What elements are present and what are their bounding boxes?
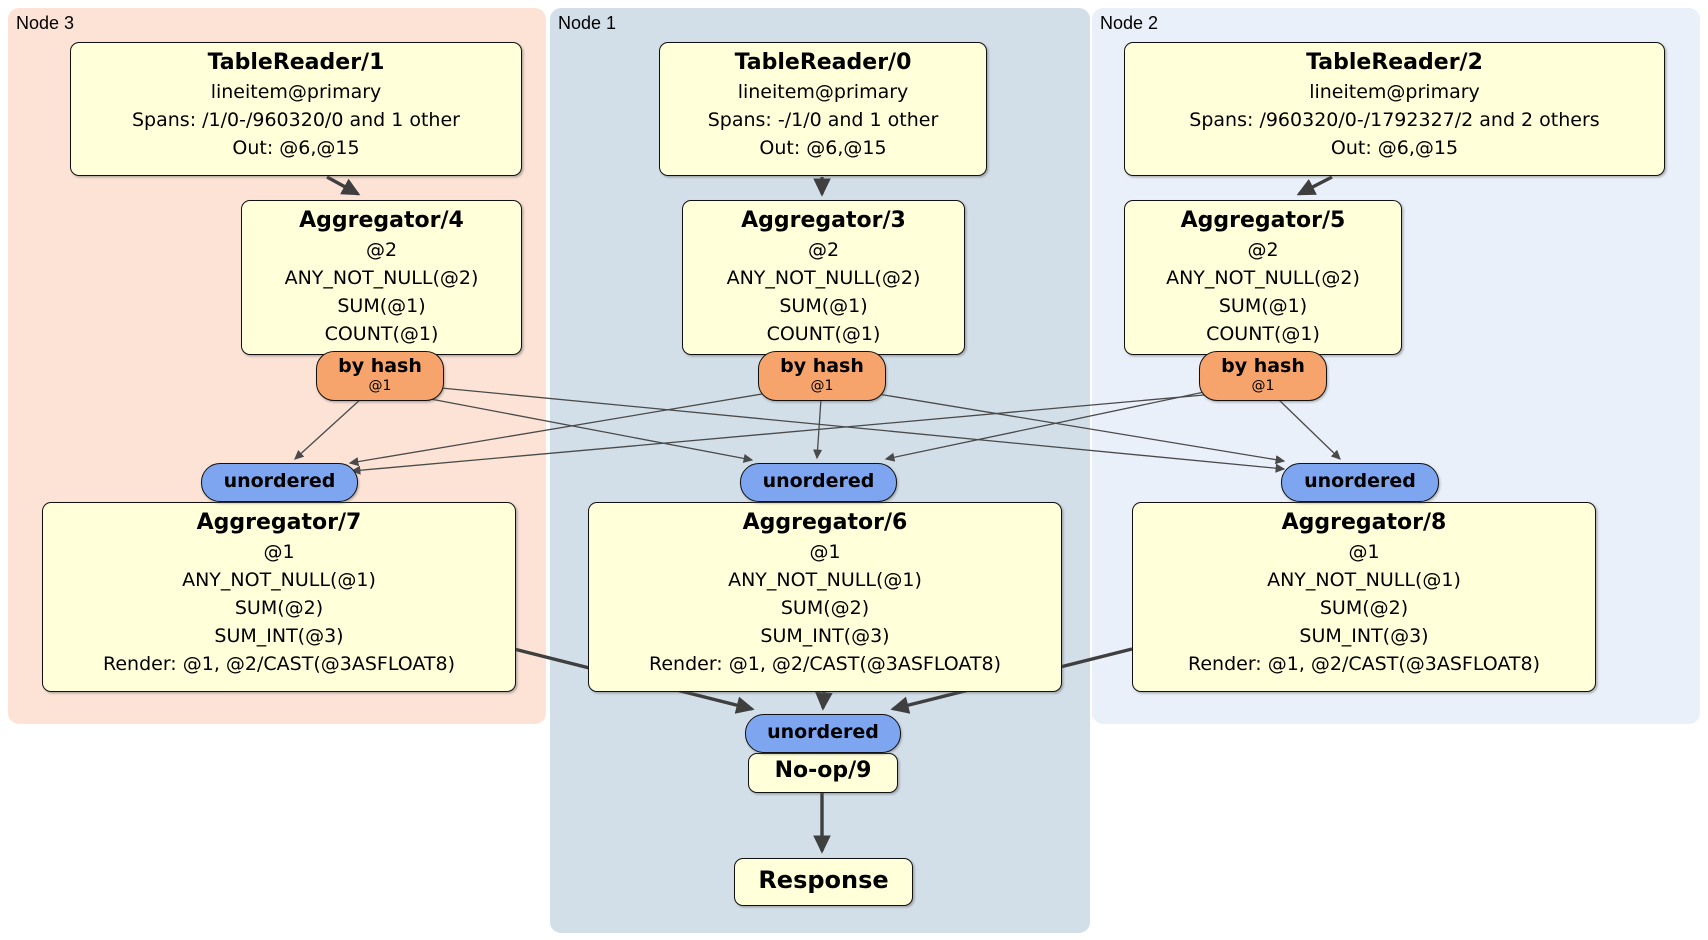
- box-aggregator-7: Aggregator/7 @1 ANY_NOT_NULL(@1) SUM(@2)…: [42, 502, 516, 692]
- edge: [813, 398, 823, 460]
- hash-router-pill-node3: by hash @1: [316, 351, 444, 401]
- box-title: Aggregator/8: [1281, 510, 1447, 535]
- box-line: ANY_NOT_NULL(@2): [284, 267, 479, 289]
- edge: [884, 390, 1210, 462]
- box-line: ANY_NOT_NULL(@1): [1267, 569, 1461, 591]
- box-title: No-op/9: [774, 758, 872, 783]
- box-title: Aggregator/6: [742, 510, 908, 535]
- box-tablereader-0: TableReader/0 lineitem@primary Spans: -/…: [659, 42, 987, 176]
- box-line: ANY_NOT_NULL(@1): [728, 569, 922, 591]
- box-title: Response: [758, 866, 889, 894]
- router-key: @1: [1251, 378, 1275, 394]
- box-line: SUM_INT(@3): [1299, 625, 1429, 647]
- box-line: SUM(@2): [780, 597, 870, 619]
- box-title: TableReader/1: [207, 50, 385, 75]
- box-line: lineitem@primary: [210, 81, 382, 103]
- edge: [419, 396, 754, 463]
- box-response: Response: [734, 858, 913, 906]
- edge: [348, 392, 769, 467]
- router-label: by hash: [338, 355, 422, 377]
- box-line: lineitem@primary: [737, 81, 909, 103]
- box-line: ANY_NOT_NULL(@1): [182, 569, 376, 591]
- edge: [350, 394, 1205, 475]
- node-1-label: Node 1: [558, 13, 617, 33]
- box-line: @2: [807, 239, 840, 261]
- box-line: Render: @1, @2/CAST(@3ASFLOAT8): [649, 653, 1001, 675]
- box-line: SUM(@2): [1319, 597, 1409, 619]
- edge: [1277, 398, 1341, 460]
- stream-pill-unordered-node3: unordered: [201, 463, 358, 502]
- box-line: Spans: -/1/0 and 1 other: [707, 109, 939, 131]
- router-key: @1: [810, 378, 834, 394]
- router-label: by hash: [1221, 355, 1305, 377]
- box-title: TableReader/2: [1306, 50, 1483, 75]
- edge: [815, 690, 833, 711]
- box-tablereader-2: TableReader/2 lineitem@primary Spans: /9…: [1124, 42, 1665, 176]
- edge: [1296, 175, 1333, 196]
- node-3-label: Node 3: [16, 13, 75, 33]
- edge: [440, 387, 1286, 473]
- box-aggregator-6: Aggregator/6 @1 ANY_NOT_NULL(@1) SUM(@2)…: [588, 502, 1062, 692]
- node-2-label: Node 2: [1100, 13, 1159, 33]
- hash-router-pill-node2: by hash @1: [1199, 351, 1327, 401]
- box-aggregator-4: Aggregator/4 @2 ANY_NOT_NULL(@2) SUM(@1)…: [241, 200, 522, 355]
- box-title: Aggregator/5: [1180, 208, 1346, 233]
- box-line: SUM(@1): [337, 295, 426, 317]
- box-line: SUM(@1): [1218, 295, 1308, 317]
- box-line: ANY_NOT_NULL(@2): [726, 267, 921, 289]
- box-line: COUNT(@1): [1206, 323, 1320, 345]
- box-noop-9: No-op/9: [748, 753, 898, 793]
- router-key: @1: [368, 378, 392, 394]
- box-aggregator-8: Aggregator/8 @1 ANY_NOT_NULL(@1) SUM(@2)…: [1132, 502, 1596, 692]
- box-line: @1: [809, 541, 841, 563]
- stream-pill-unordered-node2: unordered: [1281, 463, 1439, 502]
- stream-pill-unordered-final: unordered: [745, 714, 901, 753]
- box-line: Spans: /1/0-/960320/0 and 1 other: [132, 109, 460, 131]
- box-line: Out: @6,@15: [1330, 137, 1459, 159]
- box-line: Render: @1, @2/CAST(@3ASFLOAT8): [1188, 653, 1540, 675]
- router-label: by hash: [780, 355, 864, 377]
- box-title: Aggregator/7: [196, 510, 362, 535]
- edge: [294, 397, 363, 460]
- box-line: COUNT(@1): [766, 323, 881, 345]
- box-title: Aggregator/3: [741, 208, 906, 233]
- hash-router-pill-node1: by hash @1: [758, 351, 886, 401]
- box-line: lineitem@primary: [1309, 81, 1480, 103]
- box-line: @1: [1348, 541, 1380, 563]
- box-line: @2: [365, 239, 398, 261]
- box-line: Render: @1, @2/CAST(@3ASFLOAT8): [103, 653, 455, 675]
- box-line: SUM(@1): [779, 295, 868, 317]
- box-line: SUM(@2): [234, 597, 324, 619]
- box-tablereader-1: TableReader/1 lineitem@primary Spans: /1…: [70, 42, 522, 176]
- box-aggregator-5: Aggregator/5 @2 ANY_NOT_NULL(@2) SUM(@1)…: [1124, 200, 1402, 355]
- box-title: TableReader/0: [734, 50, 912, 75]
- box-line: ANY_NOT_NULL(@2): [1166, 267, 1360, 289]
- box-title: Aggregator/4: [299, 208, 464, 233]
- box-aggregator-3: Aggregator/3 @2 ANY_NOT_NULL(@2) SUM(@1)…: [682, 200, 965, 355]
- stream-pill-unordered-node1: unordered: [740, 463, 897, 502]
- edge: [877, 393, 1286, 465]
- box-line: Out: @6,@15: [759, 137, 887, 159]
- box-line: SUM_INT(@3): [214, 625, 344, 647]
- box-line: COUNT(@1): [324, 323, 439, 345]
- box-line: Spans: /960320/0-/1792327/2 and 2 others: [1189, 109, 1600, 131]
- box-line: Out: @6,@15: [232, 137, 360, 159]
- router-stream-edges: [294, 387, 1341, 475]
- box-line: @1: [263, 541, 295, 563]
- edge: [326, 175, 361, 196]
- box-line: SUM_INT(@3): [760, 625, 890, 647]
- box-line: @2: [1247, 239, 1279, 261]
